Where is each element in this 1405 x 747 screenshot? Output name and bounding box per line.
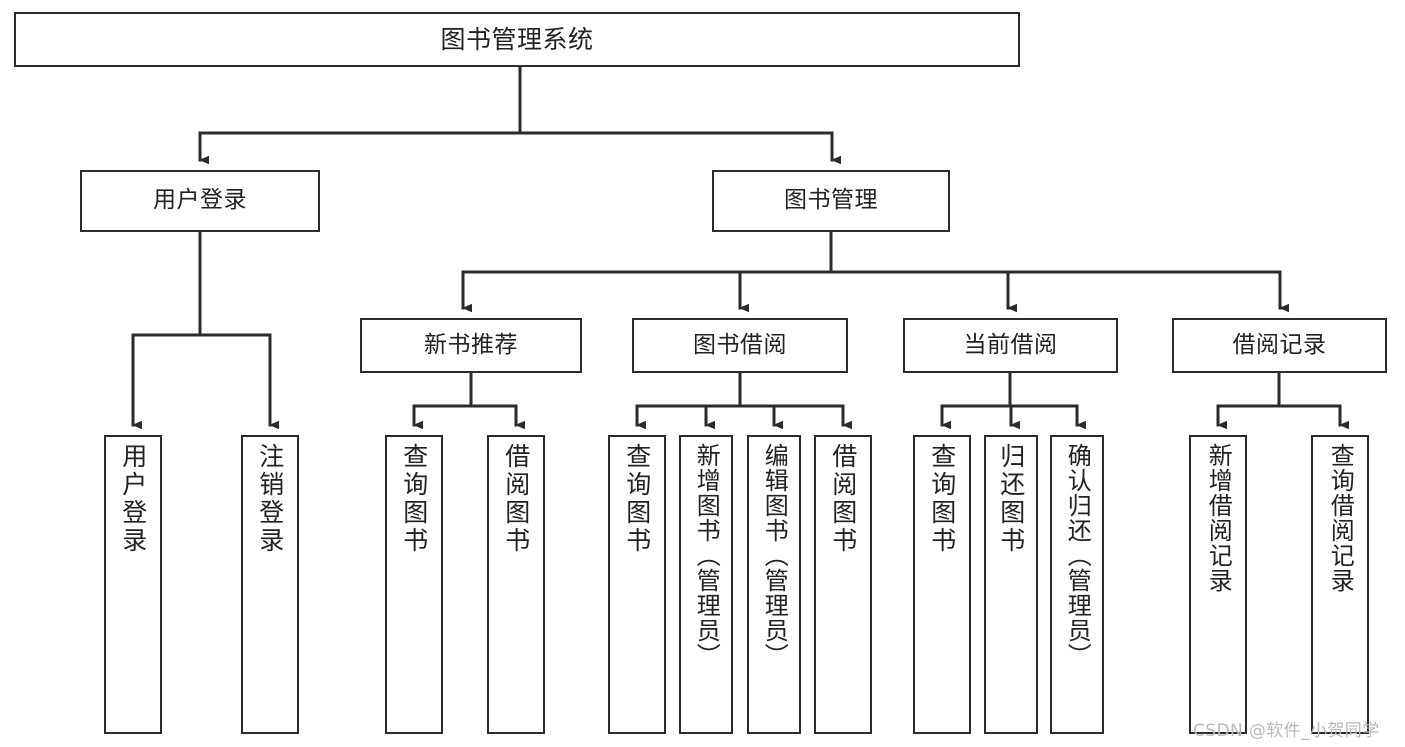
node-label: 新书推荐: [424, 331, 518, 358]
node-user-login[interactable]: 用户登录: [80, 170, 320, 232]
node-label: 编辑图书（管理员）: [760, 443, 789, 668]
node-book-borrow[interactable]: 图书借阅: [632, 318, 848, 373]
node-leaf-leaf-query-book-recommend[interactable]: 查询图书: [385, 435, 443, 734]
node-label: 用户登录: [118, 443, 148, 555]
node-label: 查询图书: [622, 443, 652, 555]
node-label: 当前借阅: [963, 331, 1058, 358]
node-leaf-leaf-query-book-borrow[interactable]: 查询图书: [608, 435, 666, 734]
node-leaf-leaf-query-book-current[interactable]: 查询图书: [913, 435, 971, 734]
node-label: 图书管理: [784, 187, 878, 214]
node-label: 注销登录: [255, 443, 285, 555]
node-leaf-leaf-add-borrow-record[interactable]: 新增借阅记录: [1189, 435, 1247, 734]
watermark-text: CSDN @软件_小贺同学: [1193, 721, 1380, 741]
node-leaf-leaf-edit-book[interactable]: 编辑图书（管理员）: [747, 435, 801, 734]
node-book-management[interactable]: 图书管理: [712, 170, 950, 232]
node-label: 新增借阅记录: [1204, 443, 1233, 593]
node-leaf-leaf-query-borrow-record[interactable]: 查询借阅记录: [1311, 435, 1369, 734]
node-label: 图书借阅: [693, 331, 787, 358]
node-leaf-leaf-borrow-book[interactable]: 借阅图书: [814, 435, 872, 734]
node-label: 借阅图书: [501, 443, 531, 555]
node-label: 查询借阅记录: [1326, 443, 1355, 593]
node-leaf-leaf-add-book[interactable]: 新增图书（管理员）: [679, 435, 733, 734]
node-label: 借阅图书: [828, 443, 858, 555]
node-label: 图书管理系统: [440, 24, 594, 54]
node-label: 查询图书: [399, 443, 429, 555]
node-label: 用户登录: [153, 187, 247, 214]
node-label: 归还图书: [996, 443, 1026, 555]
node-label: 确认归还（管理员）: [1063, 443, 1092, 668]
node-root-图书管理系统[interactable]: 图书管理系统: [14, 12, 1020, 67]
node-leaf-leaf-confirm-return[interactable]: 确认归还（管理员）: [1050, 435, 1104, 734]
node-leaf-leaf-borrow-book-recommend[interactable]: 借阅图书: [487, 435, 545, 734]
node-label: 新增图书（管理员）: [692, 443, 721, 668]
node-borrow-record[interactable]: 借阅记录: [1172, 318, 1387, 373]
node-current-borrow[interactable]: 当前借阅: [903, 318, 1118, 373]
node-leaf-leaf-logout[interactable]: 注销登录: [241, 435, 299, 734]
node-new-book-recommend[interactable]: 新书推荐: [360, 318, 582, 373]
node-label: 借阅记录: [1232, 331, 1327, 358]
node-leaf-leaf-user-login[interactable]: 用户登录: [104, 435, 162, 734]
node-label: 查询图书: [927, 443, 957, 555]
node-leaf-leaf-return-book[interactable]: 归还图书: [984, 435, 1038, 734]
